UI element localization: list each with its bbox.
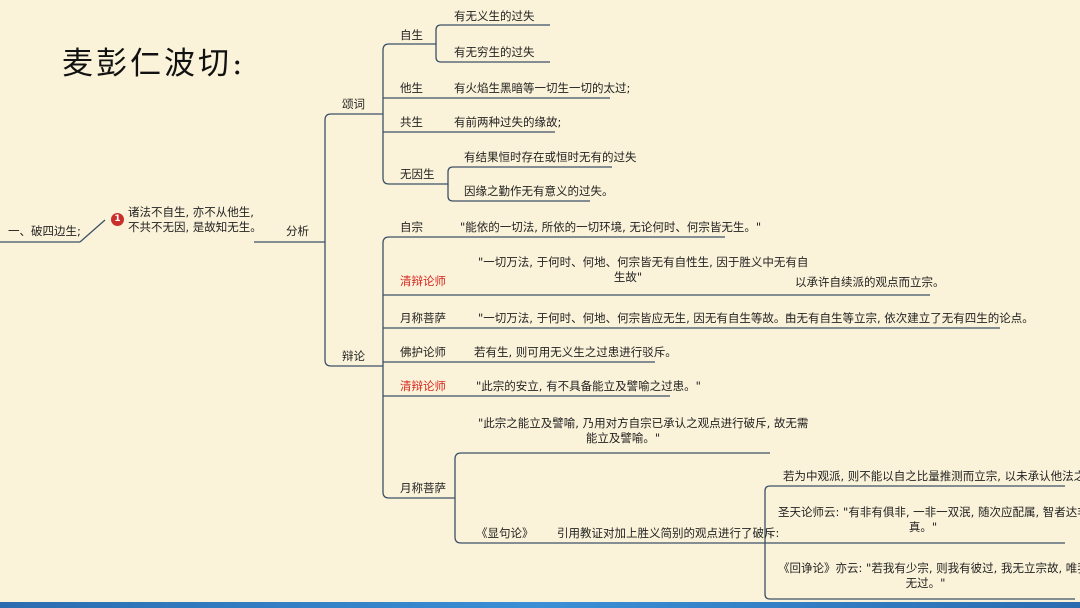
qingbian-text-2: "此宗的安立, 有不具备能立及譬喻之过患。" [476, 379, 701, 393]
qingbian-note-1: 以承许自续派的观点而立宗。 [795, 275, 945, 289]
connector [324, 113, 383, 242]
bianlun-node: 辩论 [342, 349, 365, 363]
connector [764, 485, 1065, 543]
wuyinsheng-item: 有结果恒时存在或恒时无有的过失 [464, 150, 637, 164]
zisheng-item: 有无穷生的过失 [454, 45, 535, 59]
text-line: 《回诤论》亦云: "若我有少宗, 则我有彼过, 我无立宗故, 唯我为 [778, 561, 1080, 575]
mingju-node: 《显句论》 [476, 526, 534, 540]
connector [435, 44, 550, 63]
text-line: "一切万法, 于何时、何地、何宗皆无有自性生, 因于胜义中无有自 [478, 255, 809, 269]
yuecheng-text-2: "此宗之能立及譬喻, 乃用对方自宗已承认之观点进行破斥, 故无需 能立及譬喻。" [478, 416, 809, 446]
connector [435, 166, 612, 185]
text-line: "此宗之能立及譬喻, 乃用对方自宗已承认之观点进行破斥, 故无需 [478, 416, 809, 430]
bottom-accent-bar [0, 602, 1080, 608]
qingbian-node-2: 清辩论师 [400, 379, 446, 393]
yuecheng-note-1: 由无有自生等立宗, 依次建立了无有四生的论点。 [785, 311, 1034, 325]
zisheng-node: 自生 [400, 28, 423, 42]
zizong-text: "能依的一切法, 所依的一切环境, 无论何时、何宗皆无生。" [460, 220, 762, 234]
yuecheng-node-1: 月称菩萨 [400, 311, 446, 325]
fohu-text: 若有生, 则可用无义生之过患进行驳斥。 [474, 345, 677, 359]
quote-3: 《回诤论》亦云: "若我有少宗, 则我有彼过, 我无立宗故, 唯我为 无过。" [778, 561, 1080, 591]
gongsheng-item: 有前两种过失的缘故; [454, 115, 562, 129]
connector [430, 24, 550, 45]
text-line: 能立及譬喻。" [585, 431, 661, 445]
connector [382, 114, 435, 185]
root-summary: 诸法不自生, 亦不从他生, 不共不无因, 是故知无生。 [128, 205, 262, 235]
quote-1: 若为中观派, 则不能以自之比量推测而立宗, 以未承认他法之故。 [783, 469, 1080, 483]
tasheng-node: 他生 [400, 81, 423, 95]
wuyinsheng-node: 无因生 [400, 167, 435, 181]
mingju-text: 引用教证对加上胜义简别的观点进行了破斥: [557, 526, 780, 540]
priority-badge: 1 [111, 213, 124, 226]
tasheng-item: 有火焰生黑暗等一切生一切的太过; [454, 81, 631, 95]
connector [382, 236, 725, 366]
page-title: 麦彭仁波切: [62, 46, 246, 82]
connector [79, 219, 106, 243]
connector [382, 366, 455, 499]
gongsheng-node: 共生 [400, 115, 423, 129]
connector [382, 43, 430, 114]
text-line: 无过。" [905, 576, 946, 590]
summary-line: 不共不无因, 是故知无生。 [128, 220, 262, 234]
songci-node: 颂词 [342, 97, 365, 111]
root-label: 一、破四边生; [8, 224, 81, 238]
qingbian-node-1: 清辩论师 [400, 274, 446, 288]
qingbian-text-1: "一切万法, 于何时、何地、何宗皆无有自性生, 因于胜义中无有自 生故" [478, 255, 809, 285]
yuecheng-node-2: 月称菩萨 [400, 481, 446, 495]
wuyinsheng-item: 因缘之勤作无有意义的过失。 [464, 184, 614, 198]
zisheng-item: 有无义生的过失 [454, 9, 535, 23]
connector [764, 543, 1075, 600]
zizong-node: 自宗 [400, 220, 423, 234]
summary-line: 诸法不自生, 亦不从他生, [128, 205, 254, 219]
text-line: 真。" [908, 520, 938, 534]
text-line: 圣天论师云: "有非有俱非, 一非一双泯, 随次应配属, 智者达非 [778, 505, 1080, 519]
text-line: 生故" [613, 270, 643, 284]
connector [454, 452, 770, 498]
connector [447, 184, 590, 202]
quote-2: 圣天论师云: "有非有俱非, 一非一双泯, 随次应配属, 智者达非 真。" [778, 505, 1080, 535]
connector [454, 498, 765, 544]
analysis-node: 分析 [286, 224, 309, 238]
yuecheng-text-1: "一切万法, 于何时、何地、何宗皆应无生, 因无有自生等故。" [478, 311, 791, 325]
fohu-node: 佛护论师 [400, 345, 446, 359]
connector [324, 242, 383, 367]
